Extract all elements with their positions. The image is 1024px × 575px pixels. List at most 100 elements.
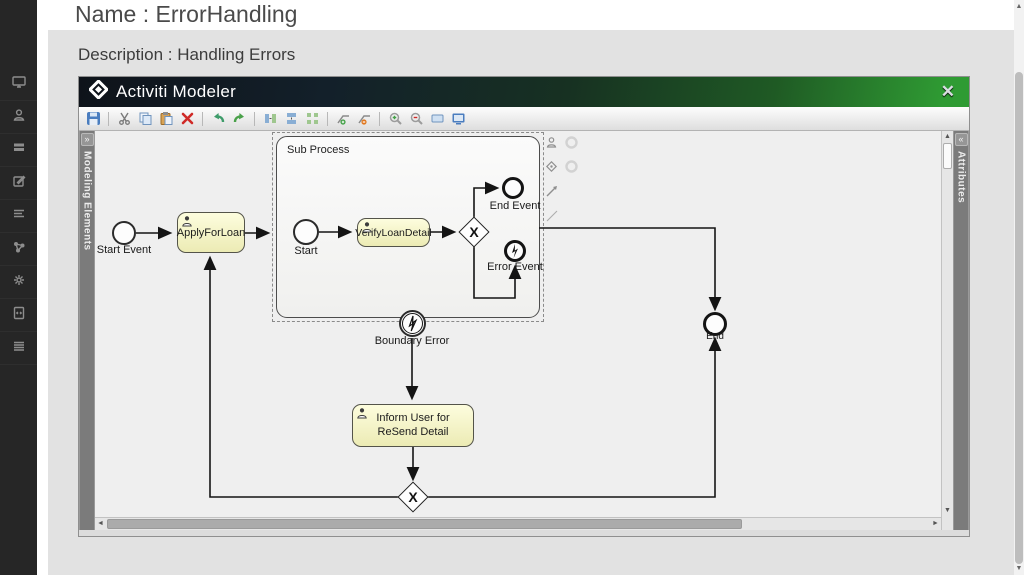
scroll-right-icon[interactable]: ► <box>932 520 939 527</box>
error-bolt-icon <box>512 244 518 258</box>
sidebar-item-stack[interactable] <box>0 134 37 167</box>
sidebar-spacer <box>0 0 37 68</box>
context-ghost-icon <box>565 136 578 154</box>
context-menu-icons <box>545 136 578 234</box>
scroll-down-icon[interactable]: ▼ <box>1015 565 1023 572</box>
modeler-body: » Modeling Elements <box>79 131 969 530</box>
app-sidebar <box>0 0 37 575</box>
zoom-in-icon[interactable] <box>386 110 404 128</box>
page-scrollbar-thumb[interactable] <box>1015 72 1023 564</box>
context-user-task-icon[interactable] <box>545 136 558 154</box>
inform-user-task[interactable]: Inform User for ReSend Detail <box>352 404 474 447</box>
expand-panel-icon[interactable]: » <box>80 133 94 146</box>
user-task-icon <box>361 221 373 236</box>
error-event-shape[interactable] <box>504 240 526 262</box>
canvas-hscrollbar[interactable]: ◄ ► <box>95 517 941 530</box>
share-nodes-icon <box>11 239 27 260</box>
cut-icon[interactable] <box>115 110 133 128</box>
gateway-x-glyph: X <box>469 224 479 240</box>
modeler-title: Activiti Modeler <box>116 82 237 101</box>
collapse-panel-icon[interactable]: « <box>954 133 968 146</box>
canvas-column: Sub Process <box>95 131 941 530</box>
sub-end-label: End Event <box>489 200 541 212</box>
sub-start-label: Start <box>294 245 318 257</box>
page-title: Name : ErrorHandling <box>75 1 298 27</box>
scroll-down-icon[interactable]: ▼ <box>944 507 951 514</box>
zoom-out-icon[interactable] <box>407 110 425 128</box>
vscrollbar-thumb[interactable] <box>943 143 952 169</box>
attributes-panel[interactable]: « Attributes <box>953 131 969 530</box>
modeling-elements-panel[interactable]: » Modeling Elements <box>79 131 95 530</box>
end-event-shape[interactable] <box>703 312 727 336</box>
toolbar-separator <box>108 111 109 126</box>
user-icon <box>11 107 27 128</box>
scroll-up-icon[interactable]: ▲ <box>1015 3 1023 10</box>
boundary-bolt-icon <box>408 315 418 332</box>
align-left-icon <box>11 206 27 227</box>
context-line-icon[interactable] <box>545 209 559 228</box>
verify-loan-detail-task[interactable]: VerifyLoanDetail <box>355 218 432 247</box>
sidebar-item-edit[interactable] <box>0 167 37 200</box>
scroll-up-icon[interactable]: ▲ <box>944 133 951 140</box>
canvas-vscrollbar[interactable]: ▲ ▼ <box>941 131 953 530</box>
toolbar-separator <box>327 111 328 126</box>
page-scrollbar[interactable]: ▲ ▼ <box>1014 0 1024 575</box>
page-description: Description : Handling Errors <box>78 45 296 64</box>
sidebar-item-share[interactable] <box>0 233 37 266</box>
attributes-label: Attributes <box>955 151 967 204</box>
zoom-actual-icon[interactable] <box>428 110 446 128</box>
apply-for-loan-task[interactable]: ApplyForLoan <box>177 212 245 253</box>
sidebar-item-settings[interactable] <box>0 266 37 299</box>
file-code-icon <box>11 305 27 326</box>
boundary-error-label: Boundary Error <box>374 335 450 347</box>
undo-icon[interactable] <box>209 110 227 128</box>
modeler-footer <box>79 530 969 536</box>
context-gateway-icon[interactable] <box>545 160 558 178</box>
inform-task-label: Inform User for ReSend Detail <box>376 412 450 438</box>
error-event-label: Error Event <box>487 261 543 273</box>
redo-icon[interactable] <box>230 110 248 128</box>
sidebar-item-list[interactable] <box>0 332 37 365</box>
user-task-icon <box>181 215 193 230</box>
sidebar-item-user[interactable] <box>0 101 37 134</box>
scroll-left-icon[interactable]: ◄ <box>97 520 104 527</box>
start-event-shape[interactable] <box>112 221 136 245</box>
copy-icon[interactable] <box>136 110 154 128</box>
sidebar-item-dashboard[interactable] <box>0 68 37 101</box>
add-bendpoint-icon[interactable] <box>334 110 352 128</box>
monitor-icon <box>11 74 27 95</box>
toolbar-separator <box>202 111 203 126</box>
sidebar-item-lines[interactable] <box>0 200 37 233</box>
align-horizontal-icon[interactable] <box>261 110 279 128</box>
gateway-x-glyph: X <box>408 489 418 505</box>
remove-bendpoint-icon[interactable] <box>355 110 373 128</box>
delete-icon[interactable] <box>178 110 196 128</box>
save-icon[interactable] <box>84 110 102 128</box>
stack-icon <box>11 140 27 161</box>
modeler-titlebar: Activiti Modeler ✕ <box>79 77 969 107</box>
hscrollbar-thumb[interactable] <box>107 519 742 529</box>
gear-icon <box>11 272 27 293</box>
zoom-fit-icon[interactable] <box>449 110 467 128</box>
activiti-logo-icon <box>87 78 110 104</box>
verify-task-label: VerifyLoanDetail <box>355 226 432 239</box>
boundary-error-shape[interactable] <box>399 310 426 337</box>
context-flow-icon[interactable] <box>545 184 559 203</box>
paste-icon[interactable] <box>157 110 175 128</box>
same-size-icon[interactable] <box>303 110 321 128</box>
sidebar-item-file-code[interactable] <box>0 299 37 332</box>
toolbar-separator <box>254 111 255 126</box>
apply-task-label: ApplyForLoan <box>176 226 246 239</box>
toolbar-separator <box>379 111 380 126</box>
align-vertical-icon[interactable] <box>282 110 300 128</box>
edit-icon <box>11 173 27 194</box>
modeler-toolbar <box>79 107 969 131</box>
sub-start-event-shape[interactable] <box>293 219 319 245</box>
sub-end-event-shape[interactable] <box>502 177 524 199</box>
list-icon <box>11 338 27 359</box>
modeling-elements-label: Modeling Elements <box>81 151 93 251</box>
bpmn-canvas[interactable]: Sub Process <box>95 131 941 517</box>
close-icon[interactable]: ✕ <box>940 82 955 101</box>
sequence-flows <box>136 181 722 498</box>
